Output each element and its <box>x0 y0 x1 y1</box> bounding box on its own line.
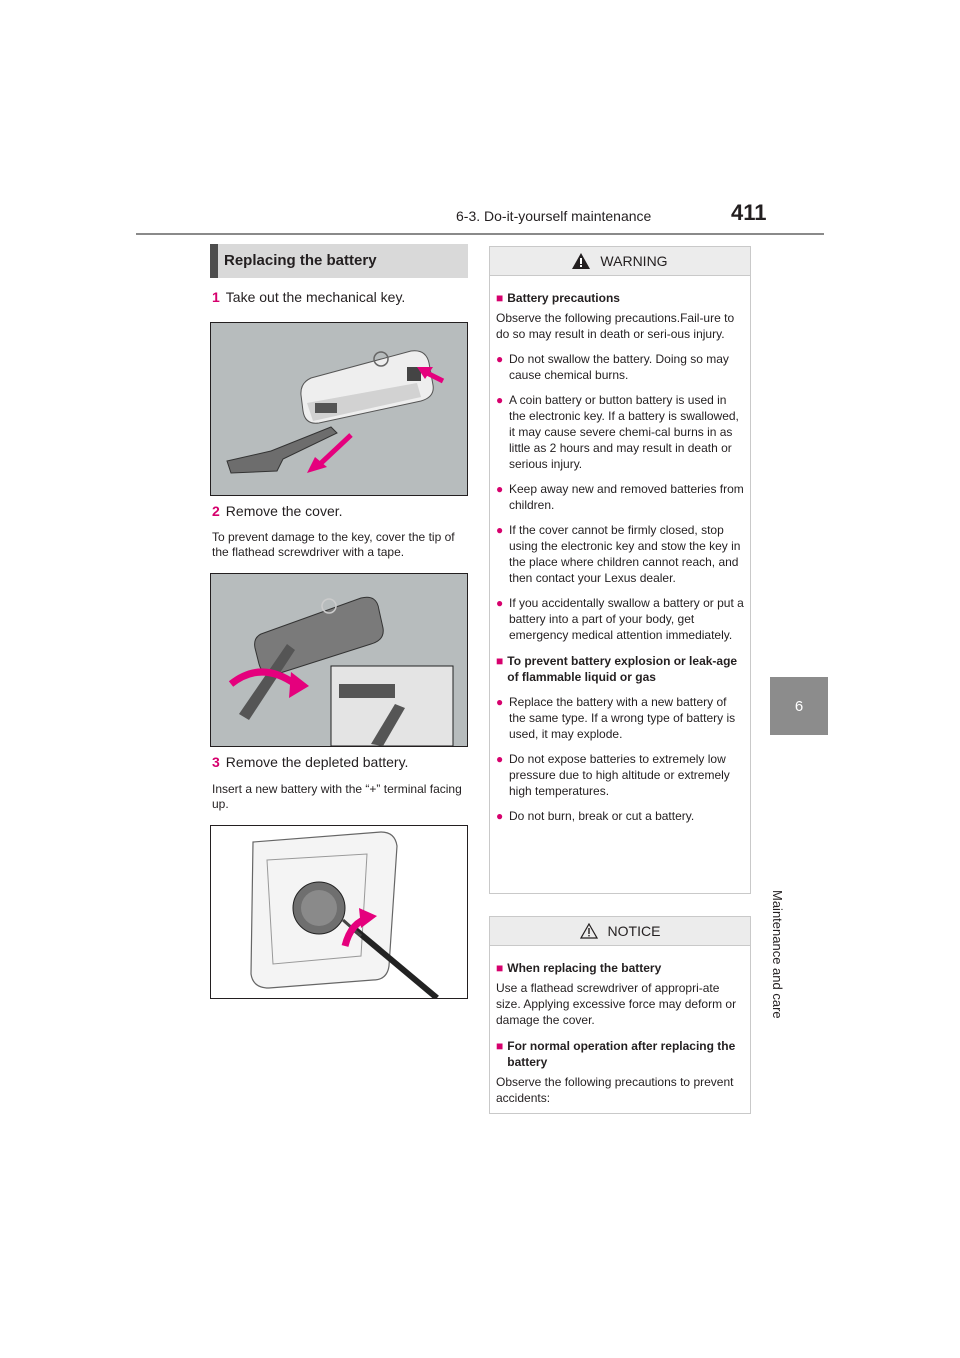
list-item: ●A coin battery or button battery is use… <box>496 393 739 471</box>
dot-bullet-icon: ● <box>496 482 504 496</box>
notice-heading: ■For normal operation after replacing th… <box>496 1039 736 1069</box>
caution-outline-icon <box>579 923 598 939</box>
header-divider <box>136 233 824 235</box>
chapter-number: 6 <box>794 697 804 715</box>
list-item: ●Do not expose batteries to extremely lo… <box>496 752 730 798</box>
step-text: Remove the depleted battery. <box>225 754 409 770</box>
warning-icon <box>572 253 591 269</box>
step-number: 3 <box>212 754 220 770</box>
list-item: ●If the cover cannot be firmly closed, s… <box>496 523 741 585</box>
step-1: 1 Take out the mechanical key. <box>212 289 405 305</box>
notice-paragraph: Observe the following precautions to pre… <box>496 1075 734 1105</box>
step-3-note: Insert a new battery with the “+” termin… <box>212 782 462 811</box>
notice-box: NOTICE ■When replacing the battery Use a… <box>489 916 751 1114</box>
list-item: ●If you accidentally swallow a battery o… <box>496 596 744 642</box>
step-text: Take out the mechanical key. <box>225 289 406 305</box>
warning-heading: ■To prevent battery explosion or leak-ag… <box>496 654 738 684</box>
warning-header: WARNING <box>490 247 750 276</box>
battery-removal-illustration <box>211 826 467 998</box>
figure-remove-cover <box>210 573 468 747</box>
figure-remove-battery <box>210 825 468 999</box>
figure-remove-key <box>210 322 468 496</box>
list-item: ●Replace the battery with a new battery … <box>496 695 736 741</box>
section-title: Replacing the battery <box>210 244 468 278</box>
step-number: 1 <box>212 289 220 305</box>
warning-title: WARNING <box>600 253 668 269</box>
warning-box: WARNING ■Battery precautions Observe the… <box>489 246 751 894</box>
list-item: ●Do not burn, break or cut a battery. <box>496 809 695 823</box>
list-item: ●Keep away new and removed batteries fro… <box>496 482 744 512</box>
dot-bullet-icon: ● <box>496 695 504 709</box>
notice-heading: ■When replacing the battery <box>496 961 662 975</box>
notice-title: NOTICE <box>607 923 661 939</box>
dot-bullet-icon: ● <box>496 523 504 537</box>
list-item: ●Do not swallow the battery. Doing so ma… <box>496 352 729 382</box>
dot-bullet-icon: ● <box>496 352 504 366</box>
step-3: 3 Remove the depleted battery. <box>212 754 408 770</box>
section-header: 6-3. Do-it-yourself maintenance <box>456 208 652 224</box>
chapter-label: Maintenance and care <box>770 890 785 1019</box>
square-bullet-icon: ■ <box>496 1039 504 1053</box>
square-bullet-icon: ■ <box>496 961 504 975</box>
cover-removal-illustration <box>211 574 467 746</box>
step-text: Remove the cover. <box>225 503 343 519</box>
dot-bullet-icon: ● <box>496 393 504 407</box>
page-number: 411 <box>731 200 767 225</box>
square-bullet-icon: ■ <box>496 291 504 305</box>
chapter-tab: 6 <box>770 677 828 735</box>
notice-header: NOTICE <box>490 917 750 946</box>
dot-bullet-icon: ● <box>496 809 504 823</box>
dot-bullet-icon: ● <box>496 752 504 766</box>
warning-heading: ■Battery precautions <box>496 291 620 305</box>
notice-paragraph: Use a flathead screwdriver of appropri-a… <box>496 981 737 1027</box>
dot-bullet-icon: ● <box>496 596 504 610</box>
square-bullet-icon: ■ <box>496 654 504 668</box>
warning-paragraph: Observe the following precautions.Fail-u… <box>496 311 735 341</box>
step-number: 2 <box>212 503 220 519</box>
key-removal-illustration <box>211 323 467 495</box>
step-2-note: To prevent damage to the key, cover the … <box>212 530 455 559</box>
step-2: 2 Remove the cover. <box>212 503 343 519</box>
